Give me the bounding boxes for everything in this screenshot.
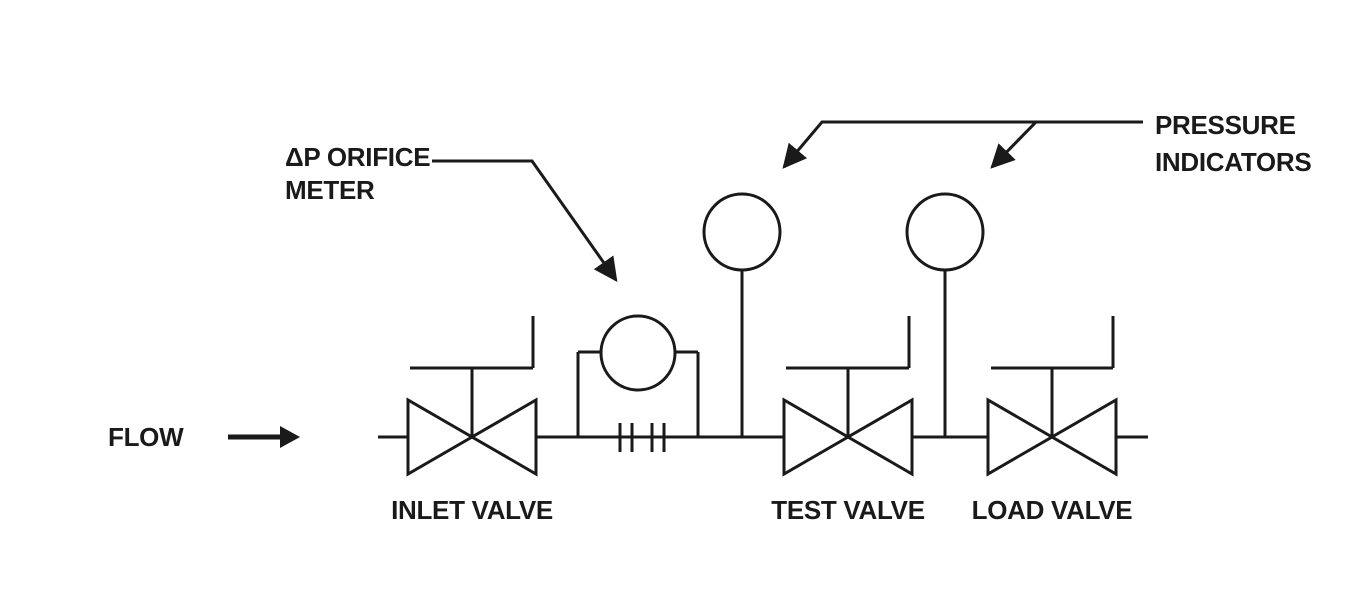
pressure-indicator-2-circle-icon [905,192,985,272]
test-valve-right-triangle [845,397,914,477]
inlet-valve-right-triangle [469,397,538,477]
orifice-meter-label-line1: ΔP ORIFICE [285,142,430,172]
inlet-valve [406,316,538,477]
orifice-meter-circle-icon [599,314,677,392]
flow-arrowhead-icon [280,426,300,448]
orifice-meter [576,314,700,452]
pressure-indicators-label-line1: PRESSURE [1155,110,1296,140]
orifice-meter-leader-arrow [432,159,618,282]
test-valve [782,316,914,477]
load-valve-label: LOAD VALVE [972,495,1133,525]
test-valve-label: TEST VALVE [771,495,925,525]
orifice-meter-label-line2: METER [285,175,375,205]
load-valve [986,316,1118,477]
inlet-valve-left-triangle [406,397,475,477]
inlet-valve-label: INLET VALVE [391,495,553,525]
flow-arrow [228,426,300,448]
pressure-indicators-label-line2: INDICATORS [1155,147,1311,177]
load-valve-right-triangle [1049,397,1118,477]
pressure-indicator-1-circle-icon [702,192,782,272]
test-valve-left-triangle [782,397,851,477]
pressure-indicator-2-leader-arrow [990,120,1038,169]
pressure-indicator-1-leader-arrow [782,120,1143,169]
flow-label: FLOW [108,422,184,452]
load-valve-left-triangle [986,397,1055,477]
